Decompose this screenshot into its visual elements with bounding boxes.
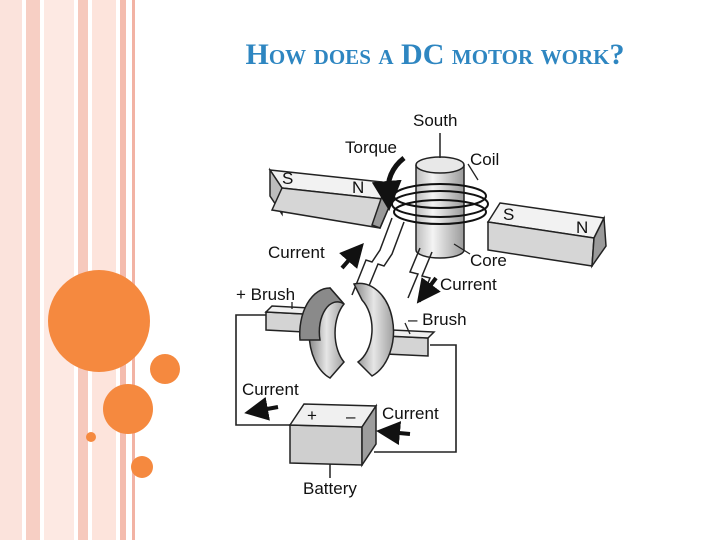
core-pointer: [453, 243, 471, 255]
minus-brush-label: – Brush: [408, 310, 467, 329]
current-arrow-left: [244, 397, 279, 421]
stripe: [120, 0, 126, 540]
battery: [288, 403, 378, 468]
core-cylinder: [415, 156, 465, 259]
plus-brush: [264, 305, 312, 333]
current-arrow-mid: [416, 276, 441, 304]
current-upper-label: Current: [268, 243, 325, 262]
torque-arrow: [371, 156, 406, 211]
dc-motor-diagram: S N S N: [235, 111, 607, 498]
decorative-circle-tiny: [86, 432, 96, 442]
decorative-circle-small-2: [131, 456, 153, 478]
current-mid-label: Current: [440, 275, 497, 294]
current-arrow-upper: [339, 242, 364, 270]
minus-brush-pointer: [404, 322, 411, 335]
right-magnet: [486, 202, 607, 269]
current-arrow-right: [376, 421, 411, 446]
magnet-right-s-label: S: [503, 205, 514, 224]
battery-label: Battery: [303, 479, 357, 498]
magnet-left-n-label: N: [352, 178, 364, 197]
slide-title: How does a DC motor work?: [245, 38, 625, 71]
coil-pointer: [467, 163, 479, 181]
torque-label: Torque: [345, 138, 397, 157]
decorative-circle-medium: [103, 384, 153, 434]
core-label: Core: [470, 251, 507, 270]
decorative-circle-large: [48, 270, 150, 372]
magnet-right-n-label: N: [576, 218, 588, 237]
decorative-circle-small: [150, 354, 180, 384]
commutator: [298, 282, 395, 379]
circuit-wire: [235, 314, 457, 453]
south-label: South: [413, 111, 457, 130]
battery-plus-label: +: [307, 406, 317, 425]
plus-brush-label: + Brush: [236, 285, 295, 304]
stripe: [26, 0, 40, 540]
current-left-label: Current: [242, 380, 299, 399]
stripe: [78, 0, 88, 540]
stripe: [132, 0, 135, 540]
coil-label: Coil: [470, 150, 499, 169]
battery-minus-label: –: [346, 407, 356, 426]
stripe: [0, 0, 22, 540]
decorative-stripes: [0, 0, 140, 540]
magnet-left-s-label: S: [282, 169, 293, 188]
stripe: [44, 0, 74, 540]
current-right-label: Current: [382, 404, 439, 423]
